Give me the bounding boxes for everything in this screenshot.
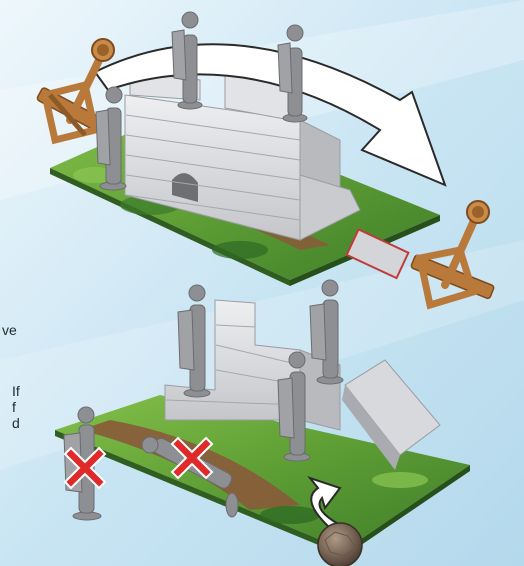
bush — [212, 241, 268, 259]
bush — [260, 506, 320, 524]
text-fragment: d — [12, 416, 20, 430]
text-fragment: ve — [2, 323, 17, 337]
boulder-icon — [318, 523, 362, 566]
text-fragment: f — [12, 400, 16, 414]
bush — [372, 472, 428, 488]
text-fragment: If — [12, 384, 20, 398]
